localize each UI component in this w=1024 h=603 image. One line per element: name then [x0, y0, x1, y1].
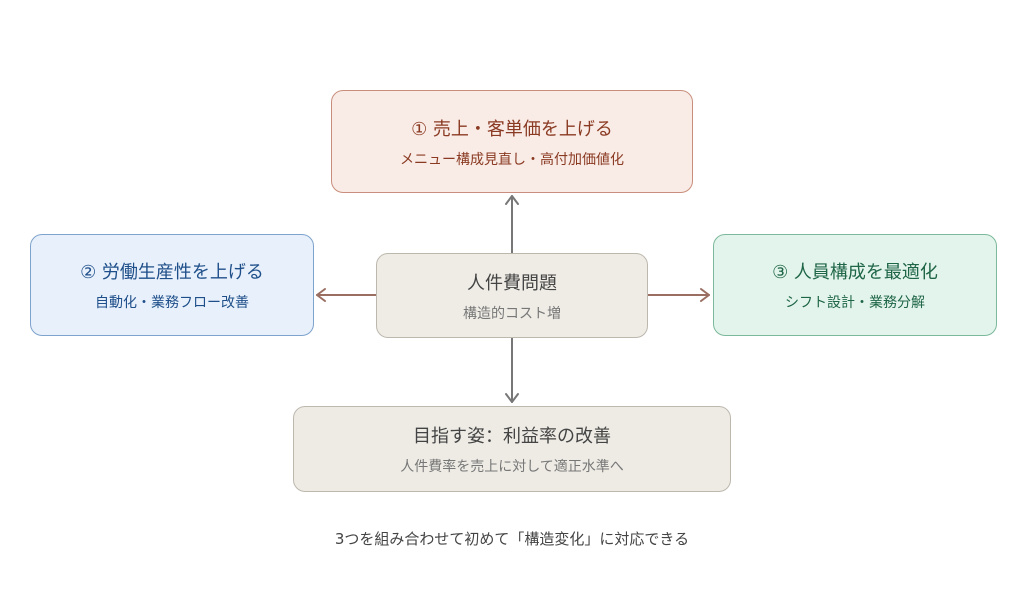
node-staffing: ③ 人員構成を最適化 シフト設計・業務分解 [713, 234, 997, 336]
node-subtitle: シフト設計・業務分解 [785, 295, 925, 311]
node-subtitle: 構造的コスト増 [463, 305, 561, 322]
node-title: ③ 人員構成を最適化 [772, 262, 938, 283]
arrow-to-bottom [505, 337, 519, 403]
caption: 3つを組み合わせて初めて「構造変化」に対応できる [334, 530, 690, 548]
node-subtitle: 自動化・業務フロー改善 [95, 295, 249, 311]
node-subtitle: メニュー構成見直し・高付加価値化 [400, 151, 624, 168]
arrow-to-top [505, 195, 519, 254]
node-labor-cost-problem: 人件費問題 構造的コスト増 [376, 253, 648, 338]
node-subtitle: 人件費率を売上に対して適正水準へ [400, 459, 624, 475]
node-title: 目指す姿：利益率の改善 [413, 426, 611, 447]
arrow-to-right [647, 288, 710, 302]
node-goal: 目指す姿：利益率の改善 人件費率を売上に対して適正水準へ [293, 406, 731, 492]
node-raise-sales: ① 売上・客単価を上げる メニュー構成見直し・高付加価値化 [331, 90, 693, 193]
node-productivity: ② 労働生産性を上げる 自動化・業務フロー改善 [30, 234, 314, 336]
node-title: ① 売上・客単価を上げる [411, 118, 613, 140]
node-title: 人件費問題 [467, 272, 557, 294]
node-title: ② 労働生産性を上げる [80, 262, 264, 283]
arrow-to-left [316, 288, 377, 302]
